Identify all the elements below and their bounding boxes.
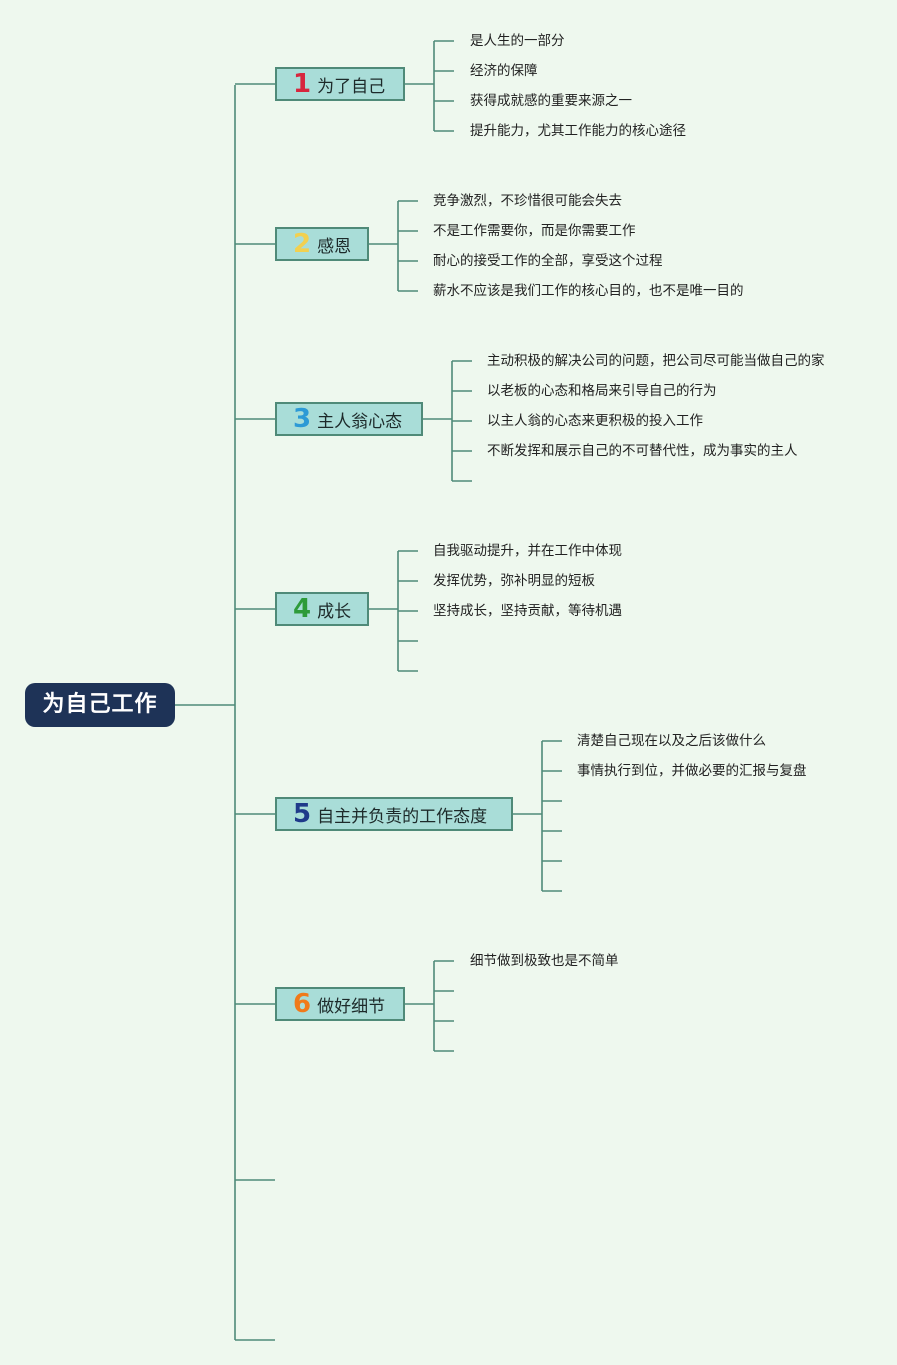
branch-label: 自主并负责的工作态度 <box>317 806 488 827</box>
leaf-item[interactable]: 提升能力，尤其工作能力的核心途径 <box>470 123 686 139</box>
branch-label: 做好细节 <box>317 996 386 1017</box>
leaf-item[interactable]: 获得成就感的重要来源之一 <box>470 93 632 109</box>
leaf-item[interactable]: 是人生的一部分 <box>470 33 565 49</box>
leaf-item[interactable]: 主动积极的解决公司的问题，把公司尽可能当做自己的家 <box>487 353 825 369</box>
leaf-item[interactable]: 清楚自己现在以及之后该做什么 <box>577 733 766 749</box>
branch-label: 成长 <box>317 601 352 622</box>
leaf-item[interactable]: 细节做到极致也是不简单 <box>470 953 619 969</box>
leaf-item[interactable]: 发挥优势，弥补明显的短板 <box>433 573 595 589</box>
branch-label: 主人翁心态 <box>317 411 403 432</box>
leaf-item[interactable]: 竞争激烈，不珍惜很可能会失去 <box>433 193 622 209</box>
branch-number: 2 <box>293 229 312 259</box>
branch-number: 4 <box>293 594 312 624</box>
leaf-item[interactable]: 事情执行到位，并做必要的汇报与复盘 <box>577 763 807 779</box>
branch-number: 6 <box>293 989 312 1019</box>
leaf-item[interactable]: 自我驱动提升，并在工作中体现 <box>433 543 622 559</box>
leaf-item[interactable]: 薪水不应该是我们工作的核心目的，也不是唯一目的 <box>433 283 744 299</box>
leaf-item[interactable]: 坚持成长，坚持贡献，等待机遇 <box>433 603 622 619</box>
leaf-item[interactable]: 耐心的接受工作的全部，享受这个过程 <box>433 253 663 269</box>
branch-number: 3 <box>293 404 312 434</box>
branch-label: 感恩 <box>317 236 352 257</box>
branch-label: 为了自己 <box>317 76 386 97</box>
branch-number: 1 <box>293 69 312 99</box>
leaf-item[interactable]: 不断发挥和展示自己的不可替代性，成为事实的主人 <box>487 443 798 459</box>
leaf-item[interactable]: 经济的保障 <box>470 63 538 79</box>
leaf-item[interactable]: 以老板的心态和格局来引导自己的行为 <box>487 383 717 399</box>
root-node[interactable]: 为自己工作 <box>25 683 175 727</box>
branch-number: 5 <box>293 799 312 829</box>
leaf-item[interactable]: 不是工作需要你，而是你需要工作 <box>433 223 636 239</box>
leaf-item[interactable]: 以主人翁的心态来更积极的投入工作 <box>487 413 703 429</box>
